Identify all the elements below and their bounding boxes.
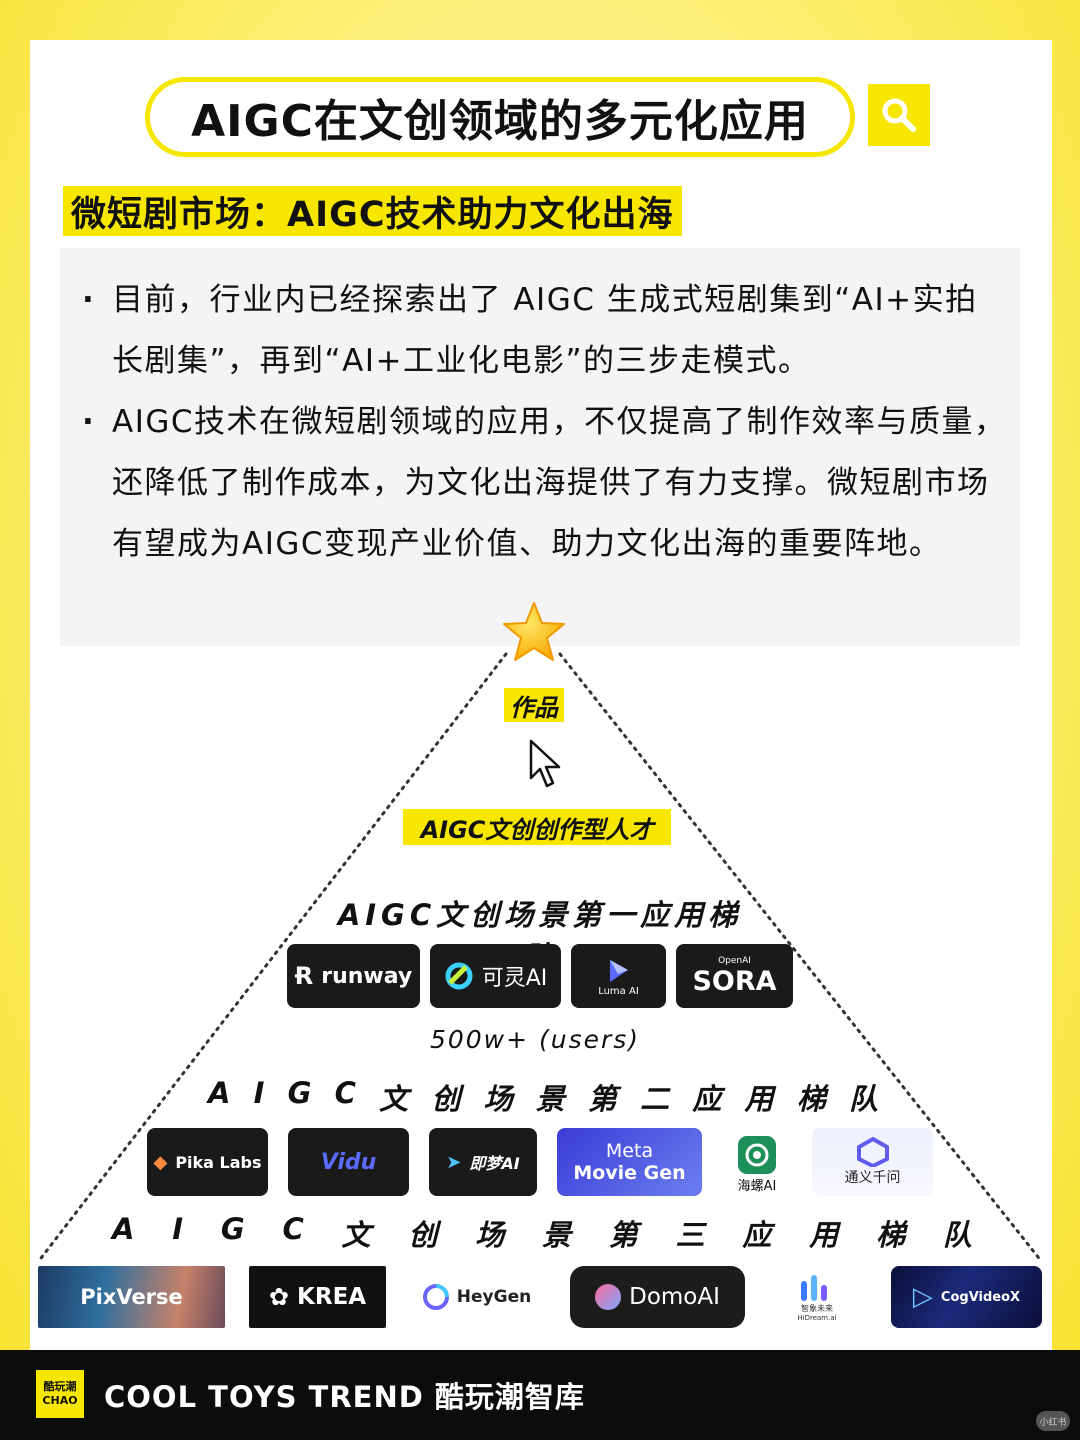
domoai-logo[interactable]: DomoAI [570,1266,745,1328]
hidream-logo[interactable]: 智象未来 HiDream.ai [782,1262,852,1332]
meta-moviegen-logo[interactable]: Meta Movie Gen [557,1128,702,1196]
tier3-label-char: 梯 [876,1218,906,1252]
krea-label: KREA [297,1284,367,1310]
tier3-label-char: 场 [475,1218,505,1252]
tier2-label-char: 队 [848,1082,878,1116]
tongyi-label: 通义千问 [844,1170,901,1186]
section-subtitle: 微短剧市场：AIGC技术助力文化出海 [63,186,682,236]
vidu-label: Vidu [320,1149,377,1175]
star-icon [503,602,565,661]
domoai-label: DomoAI [629,1284,720,1310]
pika-logo[interactable]: ◆ Pika Labs [147,1128,268,1196]
search-button[interactable] [868,84,930,146]
pyramid-outline [36,652,1044,1264]
tier2-label-char: 应 [692,1082,722,1116]
kling-logo[interactable]: 可灵AI [430,944,561,1008]
tier3-label-char: 景 [541,1218,571,1252]
tier2-label-char: A [208,1076,231,1110]
domoai-mark-icon [595,1284,622,1310]
tier3-label-char: 用 [809,1218,839,1252]
bullet-text: AIGC技术在微短剧领域的应用，不仅提高了制作效率与质量，还降低了制作成本，为文… [112,404,1007,562]
openai-label: OpenAI [718,955,751,966]
tier3-label-char: A [112,1212,135,1246]
sora-label: SORA [692,965,777,997]
bullet-marker: · [82,282,96,318]
pixverse-logo[interactable]: PixVerse [38,1266,225,1328]
hidream-mark-icon [801,1274,827,1301]
tier2-label-char: C [334,1076,356,1110]
tier2-label-char: 二 [640,1082,670,1116]
tier2-label-char: 文 [379,1082,409,1116]
hidream-label: HiDream.ai [797,1313,837,1322]
krea-mark-icon: ✿ [268,1283,290,1311]
cogvideox-logo[interactable]: ▷ CogVideoX [891,1266,1042,1328]
talent-label: AIGC文创创作型人才 [403,809,671,845]
hailuo-logo[interactable]: 海螺AI [722,1128,792,1200]
heygen-mark-icon [422,1284,449,1310]
tier3-label-char: C [282,1212,304,1246]
vidu-logo[interactable]: Vidu [288,1128,409,1196]
krea-logo[interactable]: ✿ KREA [249,1266,386,1328]
luma-logo[interactable]: Luma AI [571,944,666,1008]
cogvideox-label: CogVideoX [940,1289,1021,1305]
runway-logo[interactable]: Ɍ runway [287,944,420,1008]
users-count: 500w+ (users) [429,1025,641,1054]
works-label: 作品 [504,688,564,722]
kling-label: 可灵AI [481,966,548,991]
tier2-label-char: 创 [431,1082,461,1116]
tier3-label-char: 第 [608,1218,638,1252]
tongyi-logo[interactable]: 通义千问 [812,1128,933,1196]
tongyi-mark-icon [856,1137,889,1167]
page-title: AIGC在文创领域的多元化应用 [145,77,855,157]
tier3-label-char: 队 [942,1218,972,1252]
tier2-label-char: G [287,1076,312,1110]
bullet-text: 目前，行业内已经探索出了 AIGC 生成式短剧集到“AI+实拍长剧集”，再到“A… [112,282,978,379]
heygen-logo[interactable]: HeyGen [417,1266,537,1328]
tier2-label-char: I [253,1076,265,1110]
sora-logo[interactable]: OpenAI SORA [676,944,793,1008]
runway-mark-icon: Ɍ [294,962,314,990]
hailuo-label: 海螺AI [737,1178,777,1194]
brand-logo: 酷玩潮 CHAO [36,1370,84,1418]
tier3-label-char: 三 [675,1218,705,1252]
fox-icon: ◆ [153,1151,168,1173]
tier2-label-char: 第 [587,1082,617,1116]
kling-mark-icon [445,962,473,990]
hidream-cn-label: 智象未来 [801,1303,833,1313]
pixverse-label: PixVerse [80,1285,183,1309]
tier3-label-char: 应 [742,1218,772,1252]
bullet-item: · 目前，行业内已经探索出了 AIGC 生成式短剧集到“AI+实拍长剧集”，再到… [60,270,1020,392]
luma-mark-icon [609,959,628,982]
cursor-icon [529,739,561,788]
tier2-label-char: 景 [535,1082,565,1116]
content-card: AIGC在文创领域的多元化应用 微短剧市场：AIGC技术助力文化出海 · 目前，… [30,40,1052,1350]
tier3-label-char: 文 [341,1218,371,1252]
cogvideox-mark-icon: ▷ [912,1282,933,1312]
footer-bar: 酷玩潮 CHAO COOL TOYS TREND 酷玩潮智库 [0,1350,1080,1440]
tier3-label-char: G [220,1212,245,1246]
tier2-label-char: 场 [483,1082,513,1116]
search-icon [882,98,916,132]
tier3-label-char: I [172,1212,184,1246]
brand-name: COOL TOYS TREND 酷玩潮智库 [104,1380,585,1414]
jimeng-mark-icon: ➤ [446,1151,462,1173]
moviegen-label: Movie Gen [573,1162,686,1184]
pika-label: Pika Labs [175,1152,262,1172]
meta-label: Meta [605,1140,654,1162]
runway-label: runway [321,963,413,989]
hailuo-mark-icon [738,1135,776,1174]
luma-label: Luma AI [598,985,639,997]
jimeng-label: 即梦AI [469,1154,520,1173]
bullet-item: · AIGC技术在微短剧领域的应用，不仅提高了制作效率与质量，还降低了制作成本，… [60,392,1020,575]
heygen-label: HeyGen [456,1287,532,1307]
tier3-label-char: 创 [408,1218,438,1252]
bullet-marker: · [82,404,96,440]
tier2-label-char: 梯 [796,1082,826,1116]
jimeng-logo[interactable]: ➤ 即梦AI [429,1128,537,1196]
tier2-label-char: 用 [744,1082,774,1116]
text-panel: · 目前，行业内已经探索出了 AIGC 生成式短剧集到“AI+实拍长剧集”，再到… [60,248,1020,646]
watermark-badge: 小红书 [1036,1411,1070,1431]
